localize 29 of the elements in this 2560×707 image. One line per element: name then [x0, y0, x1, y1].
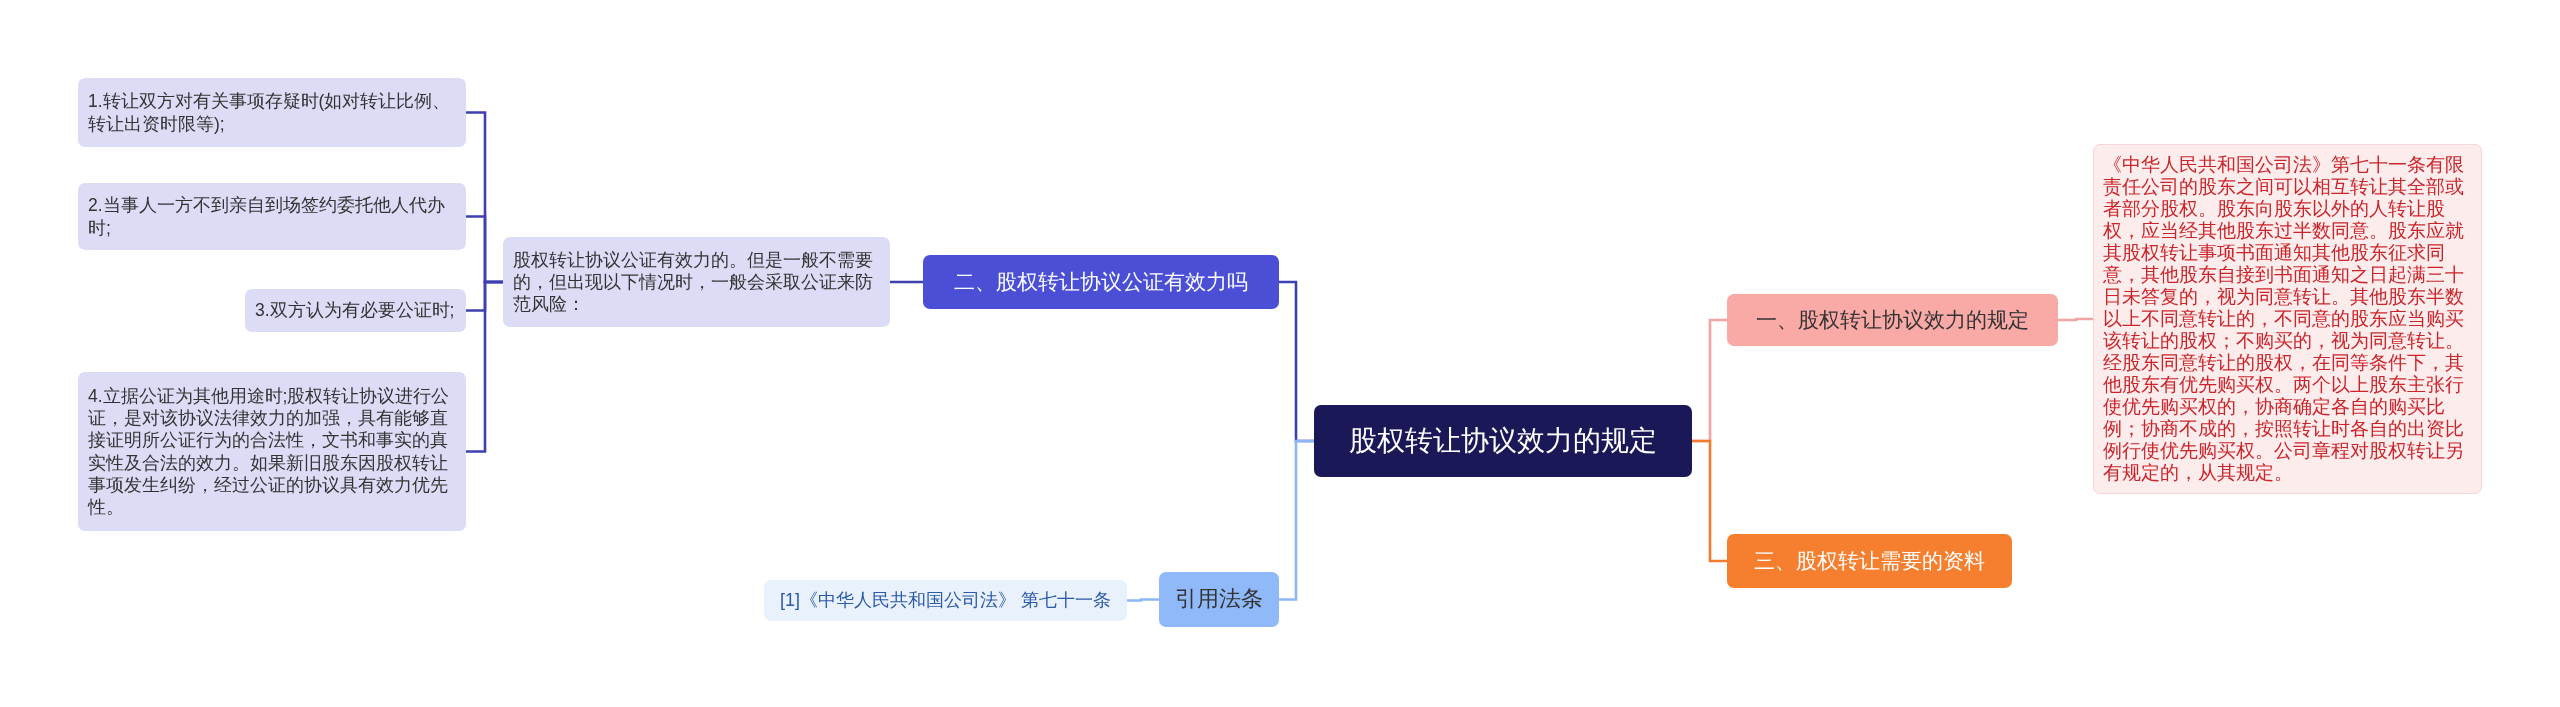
topic-box	[923, 255, 1279, 309]
node-text: 《中华人民共和国公司法》第七十一条有限责任公司的股东之间可以相互转让其全部或者部分股权。股东向股东以外的人转让股权，应当经其他股东过半数同意。股东应就其股权转让事项书面通知其他股东征求同意，其他股东自接到书面通知之日起满三十日未答复的，视为同意转让。其他股东半数以上不同意转让的，不同意的股东应当购买该转让的股权；不购买的，视为同意转让。经股东同意转让的股权，在同等条件下，其他股东有优先购买权。两个以上股东主张行使优先购买权的，协商确定各自的购买比例；协商不成的，按照转让时各自的出资比例行使优先购买权。公司章程对股权转让另有规定的，从其规定。	[2103, 153, 2465, 485]
note-box	[245, 289, 466, 332]
node-text: 引用法条	[1175, 586, 1263, 613]
connector-line	[1127, 598, 1159, 602]
connector-line	[466, 280, 503, 453]
node-text: 三、股权转让需要的资料	[1754, 548, 1985, 574]
connector-line	[890, 280, 923, 284]
node-text: 4.立据公证为其他用途时;股权转让协议进行公证，是对该协议法律效力的加强，具有能够直接证明所公证行为的合法性，文书和事实的真实性及合法的效力。如果新旧股东因股权转让事项发生纠纷，经过公证的协议具有效力优先性。	[88, 384, 451, 519]
topic-box	[1727, 534, 2012, 588]
node-text: 股权转让协议公证有效力的。但是一般不需要的，但出现以下情况时，一般会采取公证来防范风险：	[513, 248, 874, 316]
connector-line	[1279, 439, 1314, 601]
node-text: 一、股权转让协议效力的规定	[1756, 307, 2029, 333]
node-text: 2.当事人一方不到亲自到场签约委托他人代办时;	[88, 194, 446, 239]
reference-box	[764, 580, 1127, 621]
topic-box	[1159, 572, 1279, 627]
node-text: 二、股权转让协议公证有效力吗	[954, 269, 1248, 295]
node-text: 3.双方认为有必要公证时;	[255, 299, 455, 322]
connector-line	[1692, 439, 1727, 563]
node-text: 1.转让双方对有关事项存疑时(如对转让比例、转让出资时限等);	[88, 90, 452, 135]
connector-line	[2058, 317, 2093, 322]
note-box	[78, 183, 466, 250]
central-topic	[1314, 405, 1692, 477]
note-box	[78, 372, 466, 531]
node-text: 股权转让协议效力的规定	[1349, 424, 1657, 458]
note-box	[503, 237, 890, 327]
note-box	[78, 78, 466, 147]
node-text: [1]《中华人民共和国公司法》 第七十一条	[780, 589, 1111, 612]
topic-box	[1727, 294, 2058, 346]
